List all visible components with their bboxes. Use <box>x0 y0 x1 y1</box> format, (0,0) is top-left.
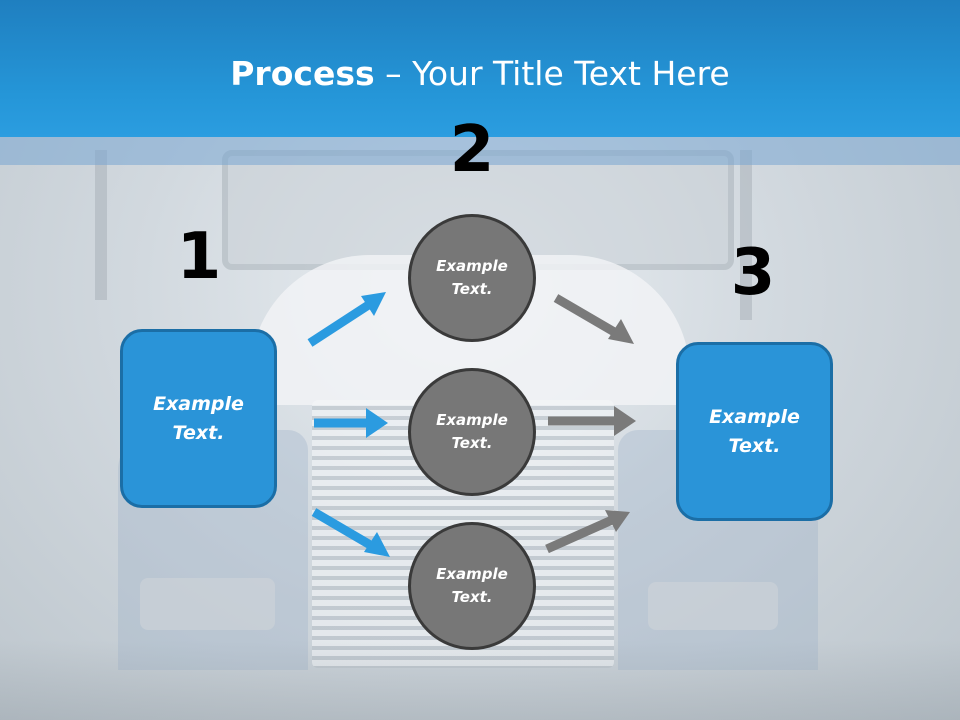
background-bottom-shade <box>0 640 960 720</box>
step-1-number: 1 <box>176 220 222 294</box>
arrow-down-right-blue <box>311 508 390 557</box>
title-rest: – Your Title Text Here <box>374 54 730 93</box>
step-3-text: Example Text. <box>709 405 800 457</box>
step-1-box[interactable]: Example Text. <box>120 329 277 508</box>
arrow-up-right-blue <box>307 292 386 347</box>
step-2-circle-top[interactable]: Example Text. <box>408 214 536 342</box>
step-3-box[interactable]: Example Text. <box>676 342 833 521</box>
title-bar-band <box>0 137 960 165</box>
title-bold: Process <box>230 54 375 93</box>
arrow-up-right-gray <box>545 510 630 554</box>
arrow-right-blue <box>314 408 388 438</box>
slide-title[interactable]: Process – Your Title Text Here <box>0 52 960 96</box>
step-1-text: Example Text. <box>153 392 244 444</box>
background-mirror-left <box>95 150 107 300</box>
step-2-circle-top-text: Example Text. <box>436 257 508 298</box>
step-2-circle-middle[interactable]: Example Text. <box>408 368 536 496</box>
background-headlamp-left <box>140 578 275 630</box>
arrow-right-gray <box>548 406 636 436</box>
step-2-number: 2 <box>449 113 495 187</box>
step-2-circle-bottom-text: Example Text. <box>436 565 508 606</box>
title-bar <box>0 0 960 137</box>
background-mirror-right <box>740 150 752 320</box>
arrow-down-right-gray <box>553 294 634 344</box>
step-2-circle-middle-text: Example Text. <box>436 411 508 452</box>
step-3-number: 3 <box>730 236 776 310</box>
step-2-circle-bottom[interactable]: Example Text. <box>408 522 536 650</box>
background-headlamp-right <box>648 582 778 630</box>
